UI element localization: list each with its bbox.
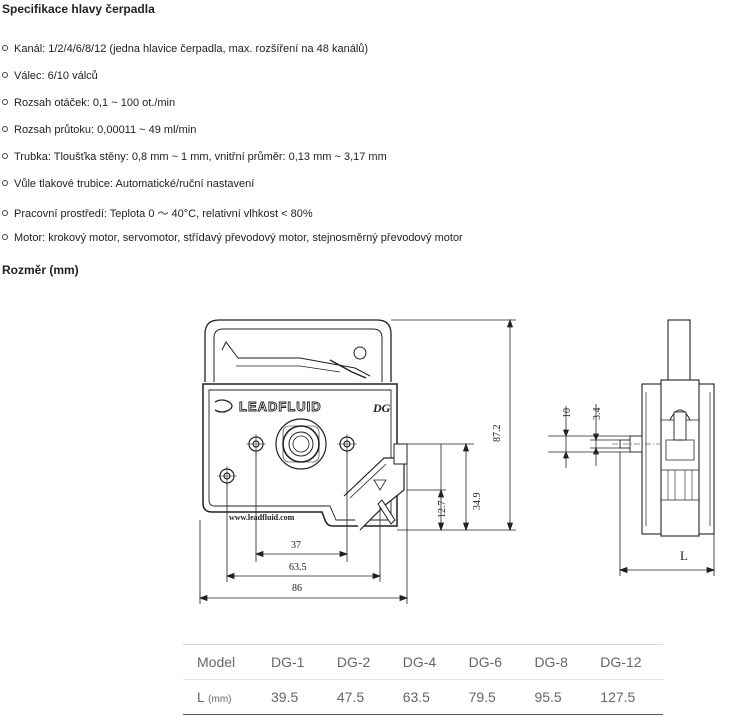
bullet-icon (2, 45, 8, 52)
table-header-cell: DG-4 (388, 644, 455, 680)
dimension-L: L (680, 548, 688, 563)
table-cell: 63.5 (388, 679, 455, 715)
table-cell: 39.5 (257, 679, 323, 715)
table-header-cell: Model (183, 644, 257, 680)
spec-item: Rozsah průtoku: 0,00011 ~ 49 ml/min (2, 124, 196, 136)
table-header-row: Model DG-1 DG-2 DG-4 DG-6 DG-8 DG-12 (183, 644, 663, 680)
table-header-cell: DG-6 (454, 644, 521, 680)
dimension-87-2: 87.2 (492, 425, 503, 443)
bullet-icon (2, 234, 8, 241)
spec-item: Pracovní prostředí: Teplota 0 ～ 40°C, re… (2, 205, 313, 221)
side-view-dimensions: 10 3.4 L (548, 404, 716, 576)
front-view-dimensions: 37 63.5 86 87.2 34.9 12.7 (198, 318, 516, 604)
spec-item: Kanál: 1/2/4/6/8/12 (jedna hlavice čerpa… (2, 43, 368, 55)
table-cell: 95.5 (520, 679, 587, 715)
bullet-icon (2, 210, 8, 217)
table-header-cell: DG-12 (586, 644, 663, 680)
spec-item: Trubka: Tloušťka stěny: 0,8 mm ~ 1 mm, v… (2, 151, 387, 163)
side-view (612, 319, 715, 537)
table-cell: 47.5 (322, 679, 389, 715)
dimension-10: 10 (562, 408, 573, 418)
dimension-34-9: 34.9 (472, 493, 483, 511)
bullet-icon (2, 72, 8, 79)
front-view: LEADFLUID DG www.leadfluid.com (202, 319, 408, 531)
bullet-icon (2, 180, 8, 187)
bullet-icon (2, 153, 8, 160)
dimension-3-4: 3.4 (592, 408, 603, 421)
table-row-label: L (mm) (183, 679, 257, 715)
dimension-12-7: 12.7 (437, 501, 448, 519)
dimension-86: 86 (292, 583, 302, 594)
spec-item: Motor: krokový motor, servomotor, střída… (2, 232, 463, 244)
model-length-table: Model DG-1 DG-2 DG-4 DG-6 DG-8 DG-12 L (… (183, 644, 663, 715)
spec-item: Vůle tlakové trubice: Automatické/ruční … (2, 178, 254, 190)
table-header-cell: DG-2 (322, 644, 389, 680)
table-cell: 79.5 (454, 679, 521, 715)
bullet-icon (2, 99, 8, 106)
table-header-cell: DG-8 (520, 644, 587, 680)
model-mark: DG (372, 401, 391, 415)
table-cell: 127.5 (586, 679, 663, 715)
spec-item: Rozsah otáček: 0,1 ~ 100 ot./min (2, 97, 175, 109)
dimension-63-5: 63.5 (289, 562, 307, 573)
table-row: L (mm) 39.5 47.5 63.5 79.5 95.5 127.5 (183, 679, 663, 715)
table-header-cell: DG-1 (257, 644, 323, 680)
dimension-heading: Rozměr (mm) (2, 263, 79, 277)
spec-heading: Specifikace hlavy čerpadla (2, 2, 155, 16)
spec-item: Válec: 6/10 válců (2, 70, 98, 82)
dimension-37: 37 (291, 540, 301, 551)
brand-logo-text: LEADFLUID (239, 399, 322, 414)
bullet-icon (2, 126, 8, 133)
brand-swirl-icon (214, 399, 233, 413)
website-text: www.leadfluid.com (229, 513, 295, 522)
table-row-unit: (mm) (208, 694, 232, 705)
